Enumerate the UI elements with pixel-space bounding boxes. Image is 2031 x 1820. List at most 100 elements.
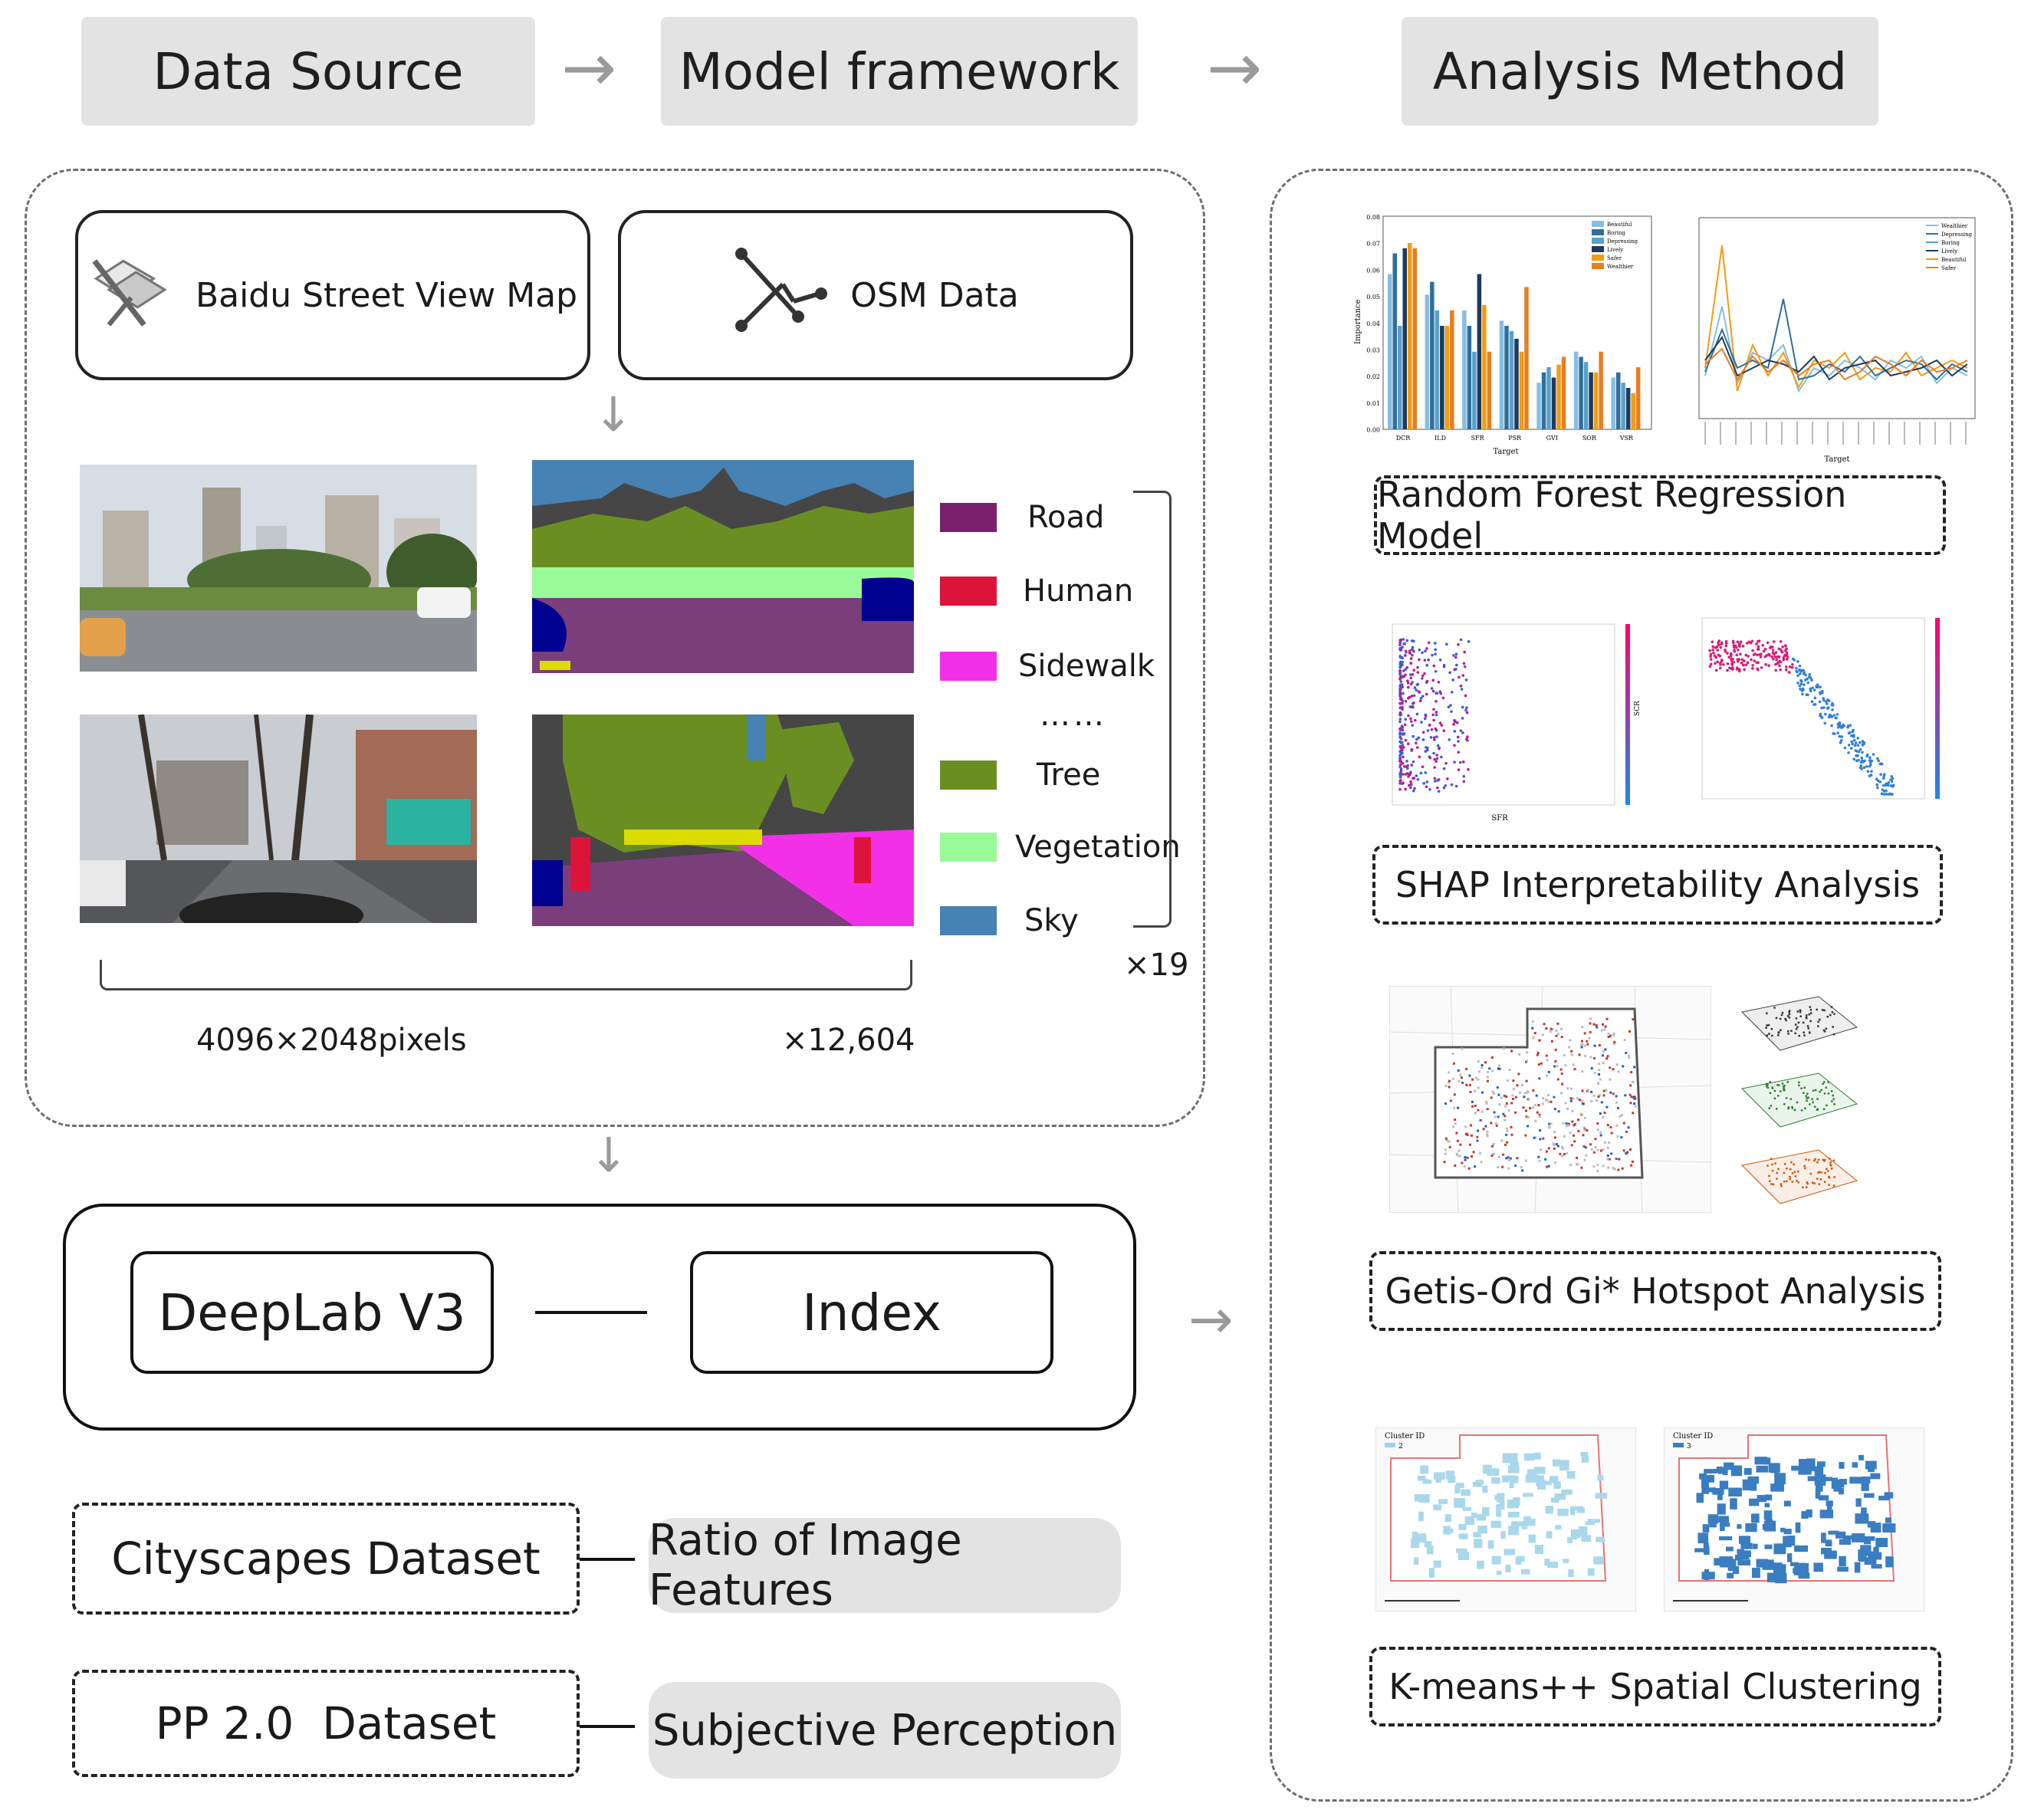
stack-cell	[1780, 1183, 1783, 1185]
stack-cell	[1832, 1159, 1835, 1162]
stack-cell	[1809, 1020, 1812, 1023]
hotspot-cell	[1502, 1153, 1505, 1156]
shap-dot	[1711, 640, 1714, 643]
hotspot-cell	[1538, 1113, 1541, 1116]
shap-dot	[1843, 746, 1847, 750]
shap-dot	[1435, 711, 1438, 714]
legend-label: Boring	[1941, 240, 1960, 246]
hotspot-cell	[1448, 1079, 1451, 1082]
stack-cell	[1800, 1087, 1803, 1089]
cluster-blob	[1854, 1562, 1861, 1573]
shap-dot	[1877, 759, 1880, 763]
ratio-image-features-label: Ratio of Image Features	[649, 1516, 962, 1615]
shap-dot	[1796, 682, 1799, 685]
network-graph-icon	[732, 246, 832, 345]
shap-dot	[1446, 777, 1449, 780]
shap-dot	[1860, 756, 1864, 760]
cluster-blob	[1740, 1542, 1753, 1549]
stack-cell	[1796, 1180, 1798, 1182]
hotspot-cell	[1505, 1095, 1508, 1098]
hotspot-cell	[1504, 1143, 1507, 1146]
bar	[1477, 274, 1482, 429]
hotspot-cell	[1541, 1033, 1544, 1036]
legend-swatch	[940, 652, 997, 681]
cluster-blob	[1697, 1533, 1709, 1544]
shap-dot	[1756, 653, 1759, 656]
cluster-blob	[1587, 1519, 1594, 1523]
stack-cell	[1823, 1092, 1826, 1095]
shap-dot	[1438, 721, 1442, 724]
shap-dot	[1398, 763, 1402, 767]
cluster-blob	[1703, 1487, 1716, 1493]
cluster-blob	[1806, 1458, 1816, 1469]
hotspot-cell	[1551, 1028, 1554, 1031]
cluster-blob	[1509, 1479, 1514, 1489]
stack-cell	[1825, 1027, 1828, 1030]
hotspot-cell	[1581, 1070, 1584, 1073]
stack-cell	[1814, 1089, 1817, 1092]
cluster-blob	[1553, 1481, 1561, 1489]
stack-cell	[1791, 1172, 1794, 1174]
legend-label: Lively	[1941, 248, 1957, 255]
shap-dot	[1839, 741, 1842, 744]
bar	[1388, 274, 1392, 429]
hotspot-cell	[1583, 1116, 1586, 1119]
legend-label: Safer	[1607, 255, 1622, 261]
hotspot-cell	[1490, 1154, 1494, 1157]
hotspot-cell	[1572, 1063, 1575, 1066]
hotspot-cell	[1523, 1092, 1527, 1095]
hotspot-cell	[1510, 1050, 1513, 1053]
shap-dot	[1804, 673, 1807, 677]
hotspot-cell	[1583, 1158, 1586, 1161]
pp2-dataset-label: PP 2.0 Dataset	[155, 1697, 497, 1749]
hotspot-cell	[1628, 1148, 1632, 1151]
hotspot-cell	[1566, 1124, 1569, 1127]
shap-dot	[1442, 767, 1446, 770]
hotspot-cell	[1561, 1082, 1564, 1086]
stack-cell	[1776, 1084, 1779, 1086]
cluster-blob	[1714, 1558, 1722, 1565]
shap-dot	[1737, 648, 1740, 652]
shap-dot	[1764, 662, 1767, 666]
osm-data-box: OSM Data	[618, 210, 1133, 380]
hotspot-cell	[1603, 1111, 1606, 1114]
hotspot-cell	[1592, 1056, 1596, 1059]
legend-item: Sky	[940, 903, 1079, 938]
hotspot-cell	[1599, 1149, 1602, 1152]
bar	[1631, 393, 1635, 429]
shap-dot	[1461, 731, 1464, 734]
shap-dot	[1401, 726, 1405, 729]
shap-dot	[1435, 754, 1438, 757]
stack-cell	[1777, 1168, 1780, 1171]
hotspot-cell	[1545, 1054, 1548, 1057]
shap-dot	[1463, 650, 1466, 654]
hotspot-cell	[1516, 1084, 1519, 1087]
shap-dot	[1827, 699, 1831, 703]
stack-cell	[1828, 1175, 1830, 1178]
bar	[1573, 351, 1579, 429]
hotspot-cell	[1539, 1138, 1542, 1141]
cluster-blob	[1806, 1509, 1812, 1518]
cluster-blob	[1515, 1557, 1522, 1565]
shap-dot	[1452, 654, 1455, 657]
shap-dot	[1780, 650, 1784, 654]
shap-dot	[1415, 738, 1418, 741]
shap-dot	[1406, 679, 1409, 682]
stack-cell	[1813, 1159, 1816, 1162]
y-tick-label: 0.06	[1366, 267, 1380, 274]
shap-dot	[1401, 728, 1405, 732]
cluster-blob	[1704, 1546, 1710, 1556]
shap-dot	[1855, 754, 1859, 757]
hotspot-cell	[1525, 1079, 1528, 1082]
stack-cell	[1820, 1171, 1822, 1174]
shap-dot	[1744, 663, 1748, 667]
hotspot-cell	[1561, 1145, 1564, 1148]
hotspot-cell	[1509, 1157, 1512, 1160]
shap-dot	[1449, 704, 1452, 707]
hotspot-cell	[1575, 1156, 1578, 1159]
hotspot-cell	[1471, 1100, 1474, 1103]
shap-dot	[1421, 695, 1425, 698]
hotspot-cell	[1596, 1128, 1599, 1132]
shap-dot	[1432, 708, 1435, 711]
cluster-blob	[1838, 1487, 1844, 1495]
